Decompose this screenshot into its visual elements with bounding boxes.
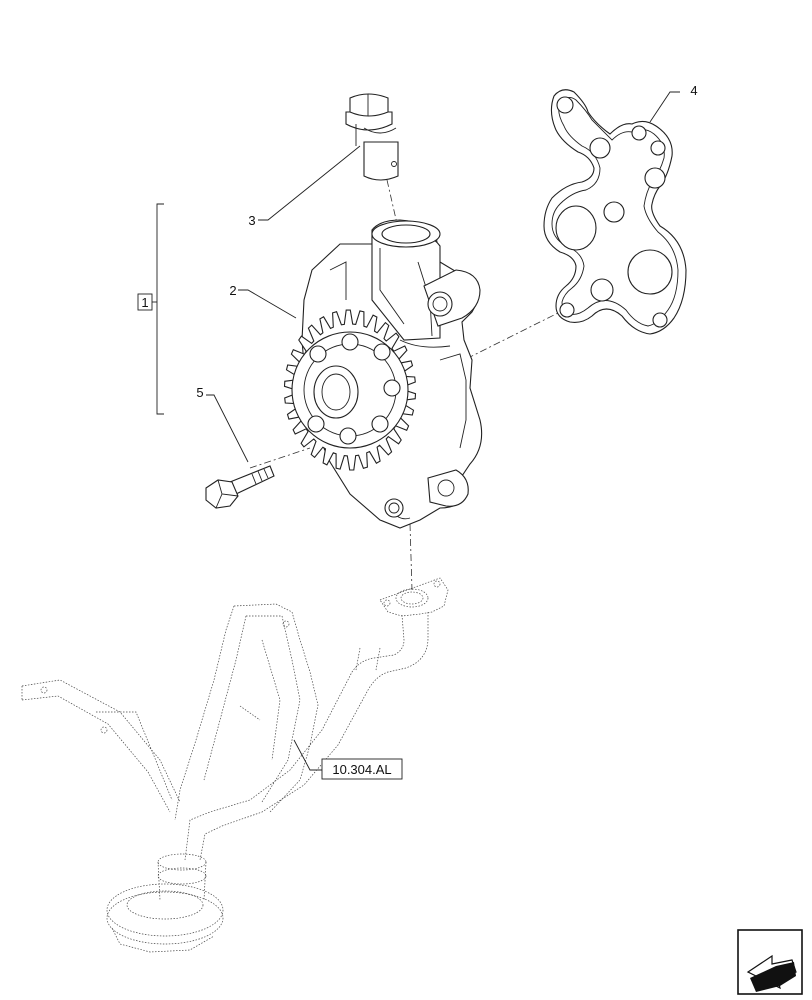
callout-2: 2 [229, 283, 236, 298]
next-page-arrow-icon[interactable] [737, 929, 803, 995]
pump-gear [283, 309, 417, 471]
oil-pickup-tube [21, 577, 449, 953]
plug [345, 93, 399, 181]
callout-1: 1 [141, 295, 148, 310]
gasket [543, 89, 687, 335]
bolt [205, 465, 275, 509]
reference-label: 10.304.AL [332, 762, 391, 777]
callout-5: 5 [196, 385, 203, 400]
leader-lines [206, 91, 680, 771]
callout-4: 4 [690, 83, 697, 98]
callout-3: 3 [248, 213, 255, 228]
reference-link[interactable]: 10.304.AL [321, 758, 403, 780]
group-bracket [137, 203, 164, 415]
